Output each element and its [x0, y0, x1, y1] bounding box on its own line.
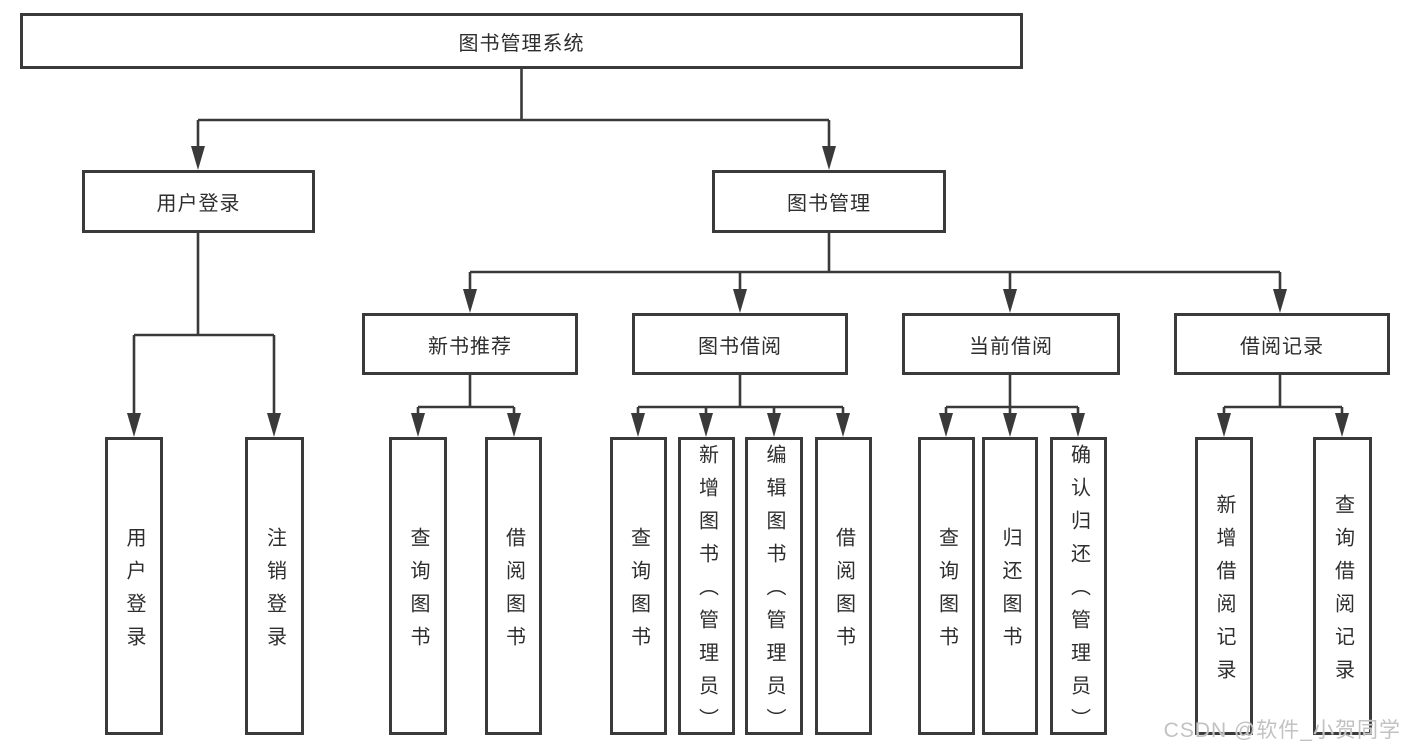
node-book-borrowing: 图书借阅	[632, 313, 848, 375]
node-label: 新增借阅记录	[1213, 493, 1235, 692]
node-label: 当前借阅	[969, 335, 1053, 358]
node-user-login: 用户登录	[82, 170, 315, 233]
node-leaf-borrow-books: 借阅图书	[815, 437, 872, 735]
node-leaf-logout: 注销登录	[245, 437, 304, 735]
node-label: 查询图书	[935, 526, 958, 659]
node-label: 注销登录	[263, 526, 286, 659]
node-label: 图书管理	[787, 193, 871, 215]
node-label: 查询图书	[407, 526, 429, 659]
node-leaf-query-borrow-record: 查询借阅记录	[1313, 437, 1372, 735]
node-leaf-add-books-admin: 新增图书（管理员）	[678, 437, 735, 741]
node-leaf-query-books-recommend: 查询图书	[389, 437, 447, 735]
node-leaf-query-books-borrow: 查询图书	[610, 437, 667, 735]
node-label: 查询借阅记录	[1331, 493, 1354, 692]
node-label: 图书管理系统	[458, 32, 585, 55]
node-label: 新增图书（管理员）	[695, 444, 718, 741]
node-book-management: 图书管理	[712, 170, 946, 233]
node-label: 查询图书	[627, 526, 650, 659]
node-leaf-return-books: 归还图书	[982, 437, 1038, 735]
node-new-book-recommend: 新书推荐	[362, 313, 578, 375]
csdn-watermark: CSDN @软件_小贺同学	[1163, 719, 1401, 742]
node-leaf-edit-books-admin: 编辑图书（管理员）	[745, 437, 803, 741]
node-label: 图书借阅	[698, 335, 782, 358]
node-label: 新书推荐	[428, 335, 512, 358]
node-root-system: 图书管理系统	[20, 13, 1023, 69]
node-label: 编辑图书（管理员）	[763, 444, 785, 741]
node-label: 借阅记录	[1240, 335, 1324, 358]
node-borrowing-records: 借阅记录	[1174, 313, 1390, 375]
node-label: 确认归还（管理员）	[1067, 444, 1090, 741]
node-leaf-add-borrow-record: 新增借阅记录	[1195, 437, 1253, 735]
node-leaf-confirm-return-admin: 确认归还（管理员）	[1050, 437, 1107, 741]
node-label: 借阅图书	[832, 526, 855, 659]
node-label: 借阅图书	[502, 526, 525, 659]
node-leaf-query-books-current: 查询图书	[918, 437, 975, 735]
node-leaf-user-login: 用户登录	[105, 437, 163, 735]
node-current-borrowing: 当前借阅	[902, 313, 1120, 375]
node-leaf-borrow-books-recommend: 借阅图书	[485, 437, 542, 735]
node-label: 归还图书	[999, 526, 1021, 659]
node-label: 用户登录	[123, 526, 145, 659]
node-label: 用户登录	[156, 193, 241, 215]
